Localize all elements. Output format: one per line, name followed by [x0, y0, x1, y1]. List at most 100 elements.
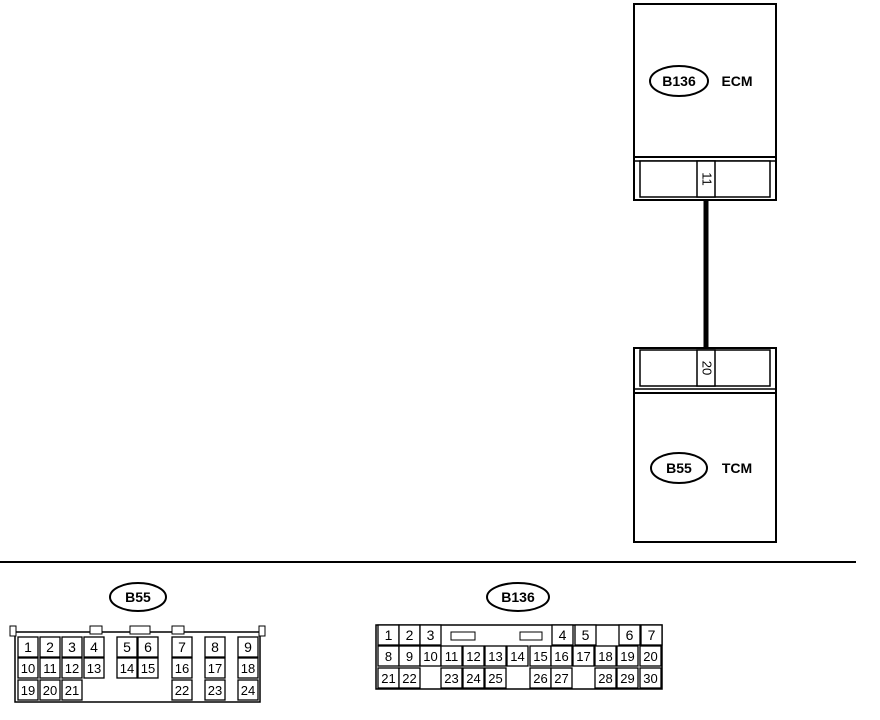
ecm-connector-id: B136 [662, 73, 696, 89]
b136-pin-label: 2 [406, 627, 414, 643]
b136-pin-cell [616, 645, 639, 667]
b136-pin-label: 9 [406, 649, 413, 664]
b55-pin-cell [17, 657, 39, 679]
b55-pin-cell [137, 657, 159, 679]
b136-pin-cell [616, 667, 639, 689]
b55-pin-label: 7 [178, 639, 186, 655]
b136-view-label: B136 [501, 589, 535, 605]
b55-pin-cell [237, 679, 259, 701]
b136-pin-label: 18 [598, 649, 612, 664]
b55-pin-label: 5 [123, 639, 131, 655]
b136-pin-cell [594, 645, 617, 667]
tcm-unit: 20 B55 TCM [633, 347, 777, 543]
b55-pin-cell [204, 679, 226, 701]
ecm-pin-cell [696, 160, 716, 198]
b55-pin-cell [204, 636, 226, 658]
b136-pin-cell [572, 645, 595, 667]
b136-pin-label: 11 [445, 649, 459, 664]
ecm-connector-id-oval [649, 65, 709, 97]
b136-pin-label: 8 [385, 649, 392, 664]
b136-pin-label: 17 [576, 649, 590, 664]
b55-pin-cell [137, 636, 159, 658]
b136-pin-label: 26 [533, 671, 547, 686]
b55-pin-cell [17, 636, 39, 658]
b55-pin-label: 13 [87, 661, 101, 676]
b136-pin-label: 6 [626, 627, 634, 643]
b55-pin-label: 4 [90, 639, 98, 655]
ecm-unit: 11 B136 ECM [633, 3, 777, 201]
b136-pin-cell [440, 645, 463, 667]
b136-pin-cell [484, 667, 507, 689]
b136-pin-label: 30 [643, 671, 657, 686]
b55-pin-label: 24 [241, 683, 255, 698]
b55-pin-cell [61, 657, 83, 679]
b136-pin-label: 14 [510, 649, 524, 664]
b136-pin-cell [462, 645, 485, 667]
b55-pin-cell [61, 636, 83, 658]
b136-pin-label: 7 [648, 627, 656, 643]
b55-pin-label: 6 [144, 639, 152, 655]
b136-pin-cell [484, 645, 507, 667]
b55-pin-label: 2 [46, 639, 54, 655]
b136-pin-cell [506, 645, 529, 667]
b136-pin-label: 29 [620, 671, 634, 686]
b55-pin-cell [39, 636, 61, 658]
b55-pin-label: 15 [141, 661, 155, 676]
b136-pin-label: 24 [466, 671, 480, 686]
b136-pin-cell [440, 667, 463, 689]
b136-view-oval [486, 582, 550, 612]
b55-pin-label: 3 [68, 639, 76, 655]
tcm-label: TCM [722, 460, 752, 476]
b136-pin-label: 20 [643, 649, 657, 664]
b136-pin-label: 27 [554, 671, 568, 686]
b136-pin-cell [551, 624, 574, 646]
b55-pin-label: 12 [65, 661, 79, 676]
b55-pin-label: 16 [175, 661, 189, 676]
b55-view-label: B55 [125, 589, 151, 605]
b136-pin-cell [639, 667, 662, 689]
b55-view-oval [109, 582, 167, 612]
b136-pin-label: 28 [598, 671, 612, 686]
b55-pin-cell [17, 679, 39, 701]
b136-pin-label: 22 [402, 671, 416, 686]
b136-pin-cell [618, 624, 641, 646]
b55-pin-label: 18 [241, 661, 255, 676]
b136-pin-label: 16 [554, 649, 568, 664]
b55-pin-cell [83, 636, 105, 658]
b136-pin-cell [550, 645, 573, 667]
b55-pin-cell [83, 657, 105, 679]
b55-pin-label: 11 [43, 661, 57, 676]
tcm-pin-number: 20 [700, 361, 715, 375]
b55-pin-cell [237, 657, 259, 679]
b136-pin-label: 15 [533, 649, 547, 664]
b136-pin-cell [574, 624, 597, 646]
b136-pin-label: 12 [466, 649, 480, 664]
b136-pin-label: 10 [423, 649, 437, 664]
b136-pin-label: 13 [488, 649, 502, 664]
b55-pin-cell [116, 636, 138, 658]
b55-pin-label: 22 [175, 683, 189, 698]
b55-pin-cell [116, 657, 138, 679]
b55-pin-cell [171, 679, 193, 701]
b136-pin-cell [462, 667, 485, 689]
b136-pin-cell [419, 624, 442, 646]
b55-pin-cell [39, 679, 61, 701]
b136-pin-cell [398, 667, 421, 689]
b136-pin-cell [550, 667, 573, 689]
ecm-pin-number: 11 [700, 172, 715, 186]
b136-pin-cell [640, 624, 663, 646]
b55-pin-label: 9 [244, 639, 252, 655]
b55-pin-cell [39, 657, 61, 679]
b55-pin-label: 21 [65, 683, 79, 698]
ecm-label: ECM [721, 73, 752, 89]
b136-pin-label: 5 [582, 627, 590, 643]
tcm-connector-id-oval [650, 452, 708, 484]
b55-pin-label: 19 [21, 683, 35, 698]
b55-pin-cell [237, 636, 259, 658]
b55-pin-label: 10 [21, 661, 35, 676]
